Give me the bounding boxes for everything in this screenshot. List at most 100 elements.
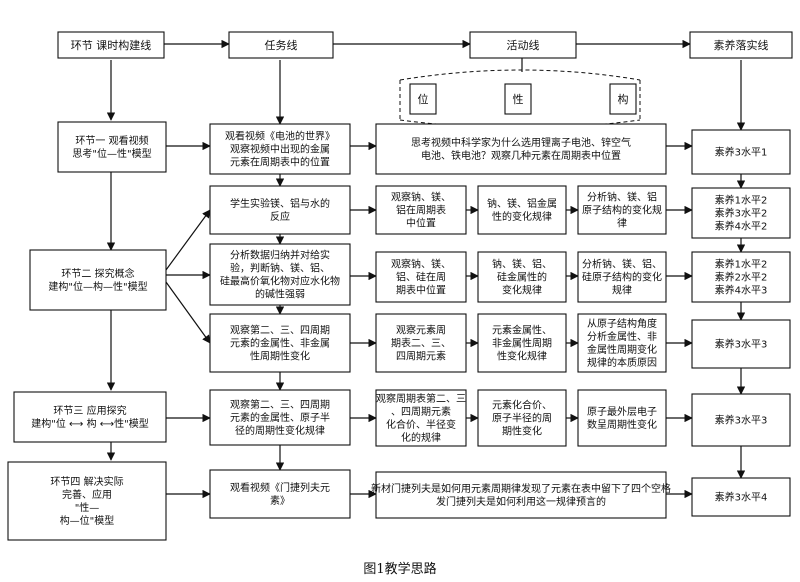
huodong-row2-1-text: 观察钠、镁、 bbox=[391, 191, 451, 204]
huodong-row6-text: 新材门捷列夫是如何用元素周期律发现了元素在表中留下了四个空格 bbox=[371, 482, 671, 495]
triad-xing-box bbox=[504, 83, 532, 115]
huodong-row3-1-box bbox=[375, 251, 467, 303]
huodong-row3-1-text: 期表中位置 bbox=[396, 284, 446, 297]
suyang-level-2-text: 素养3水平2 bbox=[715, 207, 768, 220]
header-suyang-box bbox=[689, 31, 793, 59]
huodong-row3-1-text: 观察钠、镁、 bbox=[391, 258, 451, 271]
huodong-row4-1-text: 期表二、三、 bbox=[391, 337, 451, 350]
huodong-row2-1-box bbox=[375, 185, 467, 235]
suyang-level-6-box bbox=[691, 477, 791, 517]
links-step-4-box bbox=[7, 461, 167, 541]
huodong-row5-3-text: 原子最外层电子 bbox=[587, 405, 657, 418]
links-step-4-text: 完善、应用 bbox=[62, 488, 112, 501]
huodong-row2-3-text: 原子结构的变化规 bbox=[582, 204, 662, 217]
triad-xing-text: 性 bbox=[513, 92, 524, 106]
suyang-level-1-text: 素养3水平1 bbox=[715, 146, 768, 159]
huodong-row4-2-text: 元素金属性、 bbox=[492, 324, 552, 337]
huodong-row5-1-box bbox=[375, 389, 467, 447]
huodong-row5-1-text: 观察周期表第二、三 bbox=[376, 392, 466, 405]
links-step-4-text: "性— bbox=[75, 501, 100, 514]
huodong-row3-2-box bbox=[477, 251, 567, 303]
suyang-level-3-box bbox=[691, 251, 791, 303]
huodong-row2-3-box bbox=[577, 185, 667, 235]
huodong-row4-3-text: 金属性周期变化 bbox=[587, 343, 657, 356]
huodong-row4-3-box bbox=[577, 313, 667, 373]
renwu-task-4-text: 观察第二、三、四周期 bbox=[230, 324, 330, 337]
huodong-row5-2-box bbox=[477, 389, 567, 447]
renwu-task-2-text: 学生实验镁、铝与水的 bbox=[230, 197, 330, 210]
huodong-row4-1-text: 四周期元素 bbox=[396, 350, 446, 363]
renwu-task-3-text: 验，判断钠、镁、铝、 bbox=[230, 262, 330, 275]
renwu-task-6-text: 观看视频《门捷列夫元 bbox=[230, 481, 330, 494]
suyang-level-4-text: 素养3水平3 bbox=[715, 338, 768, 351]
renwu-task-1-text: 观看视频《电池的世界》 bbox=[225, 130, 335, 143]
links-step-3-text: 建构"位 ⟷ 构 ⟷性"模型 bbox=[31, 417, 148, 430]
figure-caption: 图1教学思路 bbox=[363, 562, 437, 577]
huodong-row4-2-text: 非金属性周期 bbox=[492, 337, 552, 350]
header-renwu-text: 任务线 bbox=[265, 38, 298, 52]
renwu-task-1-text: 观察视频中出现的金属 bbox=[230, 143, 330, 156]
renwu-task-2-box bbox=[209, 185, 351, 235]
renwu-task-5-box bbox=[209, 389, 351, 446]
huodong-row2-2-text: 性的变化规律 bbox=[492, 210, 552, 223]
huodong-row5-1-text: 、四周期元素 bbox=[391, 405, 451, 418]
renwu-task-6-text: 素》 bbox=[270, 494, 290, 507]
links-step-1-box bbox=[57, 121, 167, 173]
links-step-2-text: 建构"位—构—性"模型 bbox=[48, 280, 147, 293]
suyang-level-4-box bbox=[691, 319, 791, 369]
suyang-level-5-box bbox=[691, 393, 791, 447]
links-step-1-text: 环节一 观看视频 bbox=[75, 134, 148, 147]
links-step-3-box bbox=[13, 391, 167, 443]
huodong-row5-1-text: 化的规律 bbox=[401, 431, 441, 444]
suyang-level-6-text: 素养3水平4 bbox=[715, 491, 768, 504]
suyang-level-1-box bbox=[691, 129, 791, 175]
huodong-row5-3-text: 数呈周期性变化 bbox=[587, 418, 657, 431]
header-huodong-box bbox=[469, 31, 577, 59]
huodong-row4-1-text: 观察元素周 bbox=[396, 324, 446, 337]
renwu-task-6-box bbox=[209, 469, 351, 519]
huodong-row2-2-text: 钠、镁、铝金属 bbox=[487, 197, 557, 210]
huodong-row4-3-text: 规律的本质原因 bbox=[587, 356, 657, 369]
huodong-row5-2-text: 元素化合价、 bbox=[492, 399, 552, 412]
suyang-level-2-text: 素养4水平2 bbox=[715, 220, 768, 233]
suyang-level-3-text: 素养1水平2 bbox=[715, 258, 768, 271]
huodong-row3-1-text: 铝、硅在周 bbox=[396, 271, 446, 284]
header-links-text: 环节 课时构建线 bbox=[71, 38, 152, 52]
huodong-row3-2-text: 硅金属性的 bbox=[497, 271, 547, 284]
renwu-task-2-text: 反应 bbox=[270, 210, 290, 223]
renwu-task-5-text: 元素的金属性、原子半 bbox=[230, 411, 330, 424]
huodong-row1-box bbox=[375, 123, 667, 175]
huodong-row2-3-text: 律 bbox=[617, 217, 627, 230]
huodong-row6-text: 发门捷列夫是如何利用这一规律预言的 bbox=[436, 495, 606, 508]
renwu-task-1-text: 元素在周期表中的位置 bbox=[230, 156, 330, 169]
huodong-row1-text: 思考视频中科学家为什么选用锂离子电池、锌空气 bbox=[411, 136, 631, 149]
renwu-task-5-text: 观察第二、三、四周期 bbox=[230, 398, 330, 411]
renwu-task-3-text: 分析数据归纳并对给实 bbox=[230, 249, 330, 262]
triad-wei-text: 位 bbox=[418, 92, 429, 106]
header-links-box bbox=[57, 31, 165, 59]
huodong-row5-2-text: 期性变化 bbox=[502, 425, 542, 438]
huodong-row2-1-text: 铝在周期表 bbox=[396, 204, 446, 217]
huodong-row2-1-text: 中位置 bbox=[406, 217, 436, 230]
triad-gou-text: 构 bbox=[618, 92, 629, 106]
huodong-row6-box bbox=[375, 471, 667, 519]
huodong-row3-3-text: 规律 bbox=[612, 284, 632, 297]
connectors bbox=[106, 39, 746, 499]
huodong-row5-1-text: 化合价、半径变 bbox=[386, 418, 456, 431]
suyang-level-2-box bbox=[691, 187, 791, 239]
triad-wei-box bbox=[409, 83, 437, 115]
renwu-task-5-text: 径的周期性变化规律 bbox=[235, 424, 325, 437]
header-huodong-text: 活动线 bbox=[507, 38, 540, 52]
header-suyang-text: 素养落实线 bbox=[714, 38, 769, 52]
renwu-task-1-box bbox=[209, 123, 351, 175]
suyang-level-3-text: 素养4水平3 bbox=[715, 284, 768, 297]
links-step-1-text: 思考"位—性"模型 bbox=[72, 147, 151, 160]
huodong-row4-3-text: 分析金属性、非 bbox=[587, 330, 657, 343]
huodong-row5-3-box bbox=[577, 389, 667, 447]
renwu-task-3-box bbox=[209, 243, 351, 306]
huodong-row4-2-box bbox=[477, 313, 567, 373]
huodong-row2-2-box bbox=[477, 185, 567, 235]
suyang-level-3-text: 素养2水平2 bbox=[715, 271, 768, 284]
links-step-4-text: 环节四 解决实际 bbox=[50, 475, 123, 488]
